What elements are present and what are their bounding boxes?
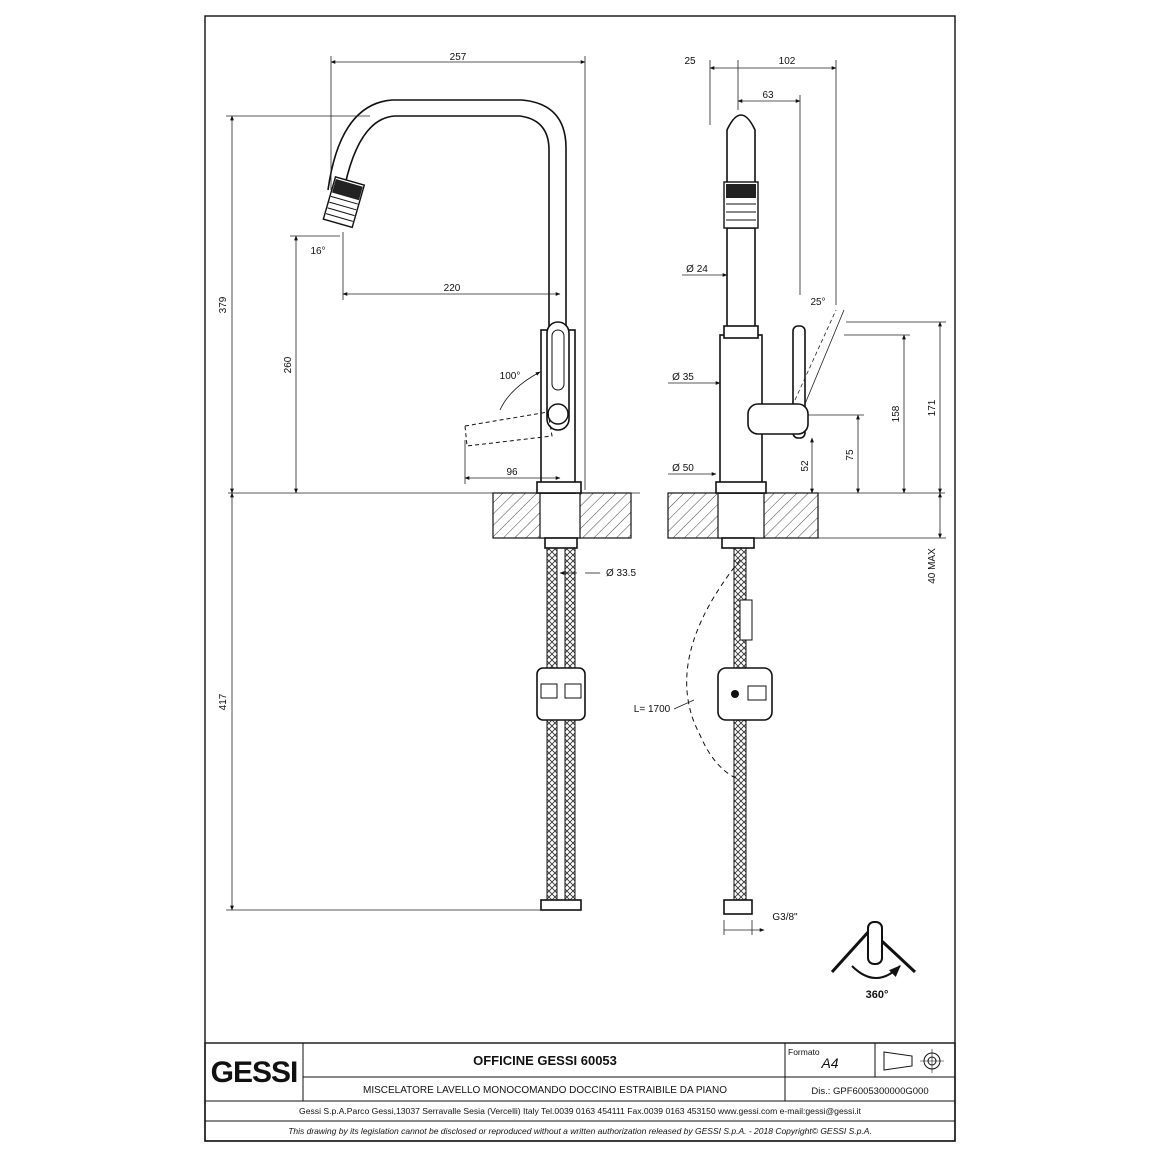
product-description: MISCELATORE LAVELLO MONOCOMANDO DOCCINO … <box>363 1085 727 1096</box>
dim-158: 158 <box>891 405 902 422</box>
gessi-logo: GESSI <box>211 1056 298 1089</box>
title-block: GESSI OFFICINE GESSI 60053 MISCELATORE L… <box>204 1042 956 1142</box>
dim-handle-reach: 96 <box>506 467 518 478</box>
dim-52: 52 <box>800 460 811 472</box>
front-view: 257 379 220 260 16° 100° 96 417 Ø 33.5 <box>218 52 640 911</box>
dim-spout-reach: 220 <box>444 283 461 294</box>
dim-25: 25 <box>684 56 696 67</box>
dim-d35: Ø 35 <box>672 372 694 383</box>
rotation-360-symbol: 360° <box>830 921 917 1001</box>
company-address: Gessi S.p.A.Parco Gessi,13037 Serravalle… <box>299 1106 861 1116</box>
side-view: 25 102 63 Ø 24 25° Ø 35 Ø 50 52 75 158 1… <box>634 56 946 935</box>
formato-label: Formato <box>788 1047 820 1057</box>
dim-thread: G3/8" <box>772 912 798 923</box>
shower-head-front <box>322 175 366 229</box>
dim-spout-height: 260 <box>283 356 294 373</box>
copyright-notice: This drawing by its legislation cannot b… <box>288 1126 872 1136</box>
dim-75: 75 <box>845 449 856 461</box>
dim-height-total: 379 <box>218 296 229 313</box>
rotation-label: 360° <box>866 989 889 1001</box>
dim-d50: Ø 50 <box>672 463 694 474</box>
dim-width-top: 257 <box>450 52 467 63</box>
dim-171: 171 <box>927 399 938 416</box>
dim-below-deck: 417 <box>218 693 229 710</box>
drawing-code: Dis.: GPF6005300000G000 <box>811 1086 928 1097</box>
sheet-border <box>204 15 956 1142</box>
flex-hose-right <box>564 547 576 904</box>
dim-angle-handle: 100° <box>500 371 521 382</box>
hose-weight-side <box>717 667 773 721</box>
flex-hose-left <box>546 547 558 904</box>
formato-value: A4 <box>820 1055 838 1071</box>
product-title: OFFICINE GESSI 60053 <box>473 1053 617 1068</box>
dim-angle-spout: 16° <box>310 246 325 257</box>
hose-weight-front <box>536 667 586 721</box>
dim-hose-length: L= 1700 <box>634 704 671 715</box>
projection-symbol-icon <box>883 1049 944 1073</box>
dim-d24: Ø 24 <box>686 264 708 275</box>
dim-102: 102 <box>779 56 796 67</box>
dim-angle-25: 25° <box>810 297 825 308</box>
dim-63: 63 <box>762 90 774 101</box>
dim-hose-diameter: Ø 33.5 <box>606 568 636 579</box>
dim-40max: 40 MAX <box>927 548 938 584</box>
